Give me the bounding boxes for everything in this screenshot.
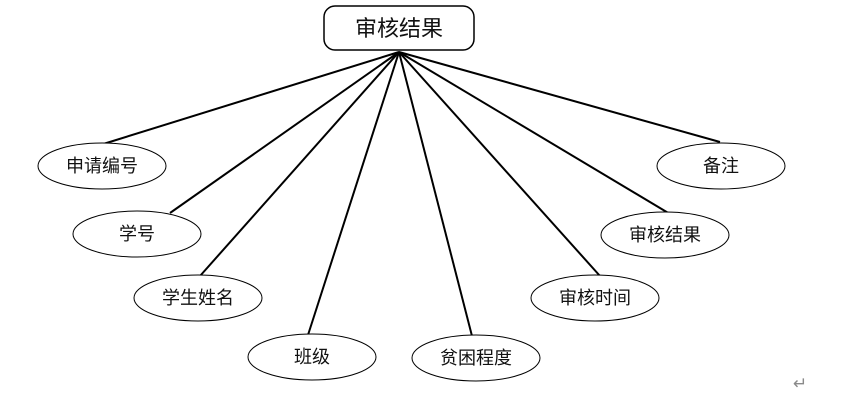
attribute-label: 备注 xyxy=(703,156,739,177)
attribute-a4: 班级 xyxy=(247,333,377,381)
connectors xyxy=(99,51,721,337)
paragraph-mark-icon: ↵ xyxy=(793,374,808,394)
attribute-ellipse xyxy=(72,210,202,258)
connector-a3 xyxy=(199,51,400,277)
attribute-a7: 审核结果 xyxy=(600,211,730,259)
attribute-ellipse xyxy=(656,142,786,190)
entity-box xyxy=(323,5,475,51)
attribute-a2: 学号 xyxy=(72,210,202,258)
attribute-a5: 贫困程度 xyxy=(411,334,541,382)
attribute-label: 申请编号 xyxy=(66,156,138,177)
connector-a2 xyxy=(169,51,400,214)
connector-a7 xyxy=(398,51,671,215)
attribute-a3: 学生姓名 xyxy=(133,274,263,322)
connector-a1 xyxy=(99,51,400,146)
attribute-a6: 审核时间 xyxy=(530,274,660,322)
attribute-a8: 备注 xyxy=(656,142,786,190)
attribute-label: 贫困程度 xyxy=(440,348,512,369)
attribute-label: 学生姓名 xyxy=(162,288,234,309)
attribute-label: 审核结果 xyxy=(629,225,701,246)
attribute-ellipse xyxy=(411,334,541,382)
connector-a8 xyxy=(398,51,721,143)
attribute-label: 学号 xyxy=(119,224,155,245)
connector-a4 xyxy=(307,51,400,336)
attribute-ellipse xyxy=(247,333,377,381)
connector-a5 xyxy=(398,51,473,337)
attribute-ellipse xyxy=(133,274,263,322)
connector-a6 xyxy=(398,51,601,277)
attribute-ellipse xyxy=(530,274,660,322)
attribute-ellipse xyxy=(37,142,167,190)
attribute-label: 班级 xyxy=(294,347,330,368)
attribute-a1: 申请编号 xyxy=(37,142,167,190)
attribute-label: 审核时间 xyxy=(559,288,631,309)
entity-node: 审核结果 xyxy=(323,5,475,51)
entity-label: 审核结果 xyxy=(355,17,443,42)
attribute-ellipse xyxy=(600,211,730,259)
